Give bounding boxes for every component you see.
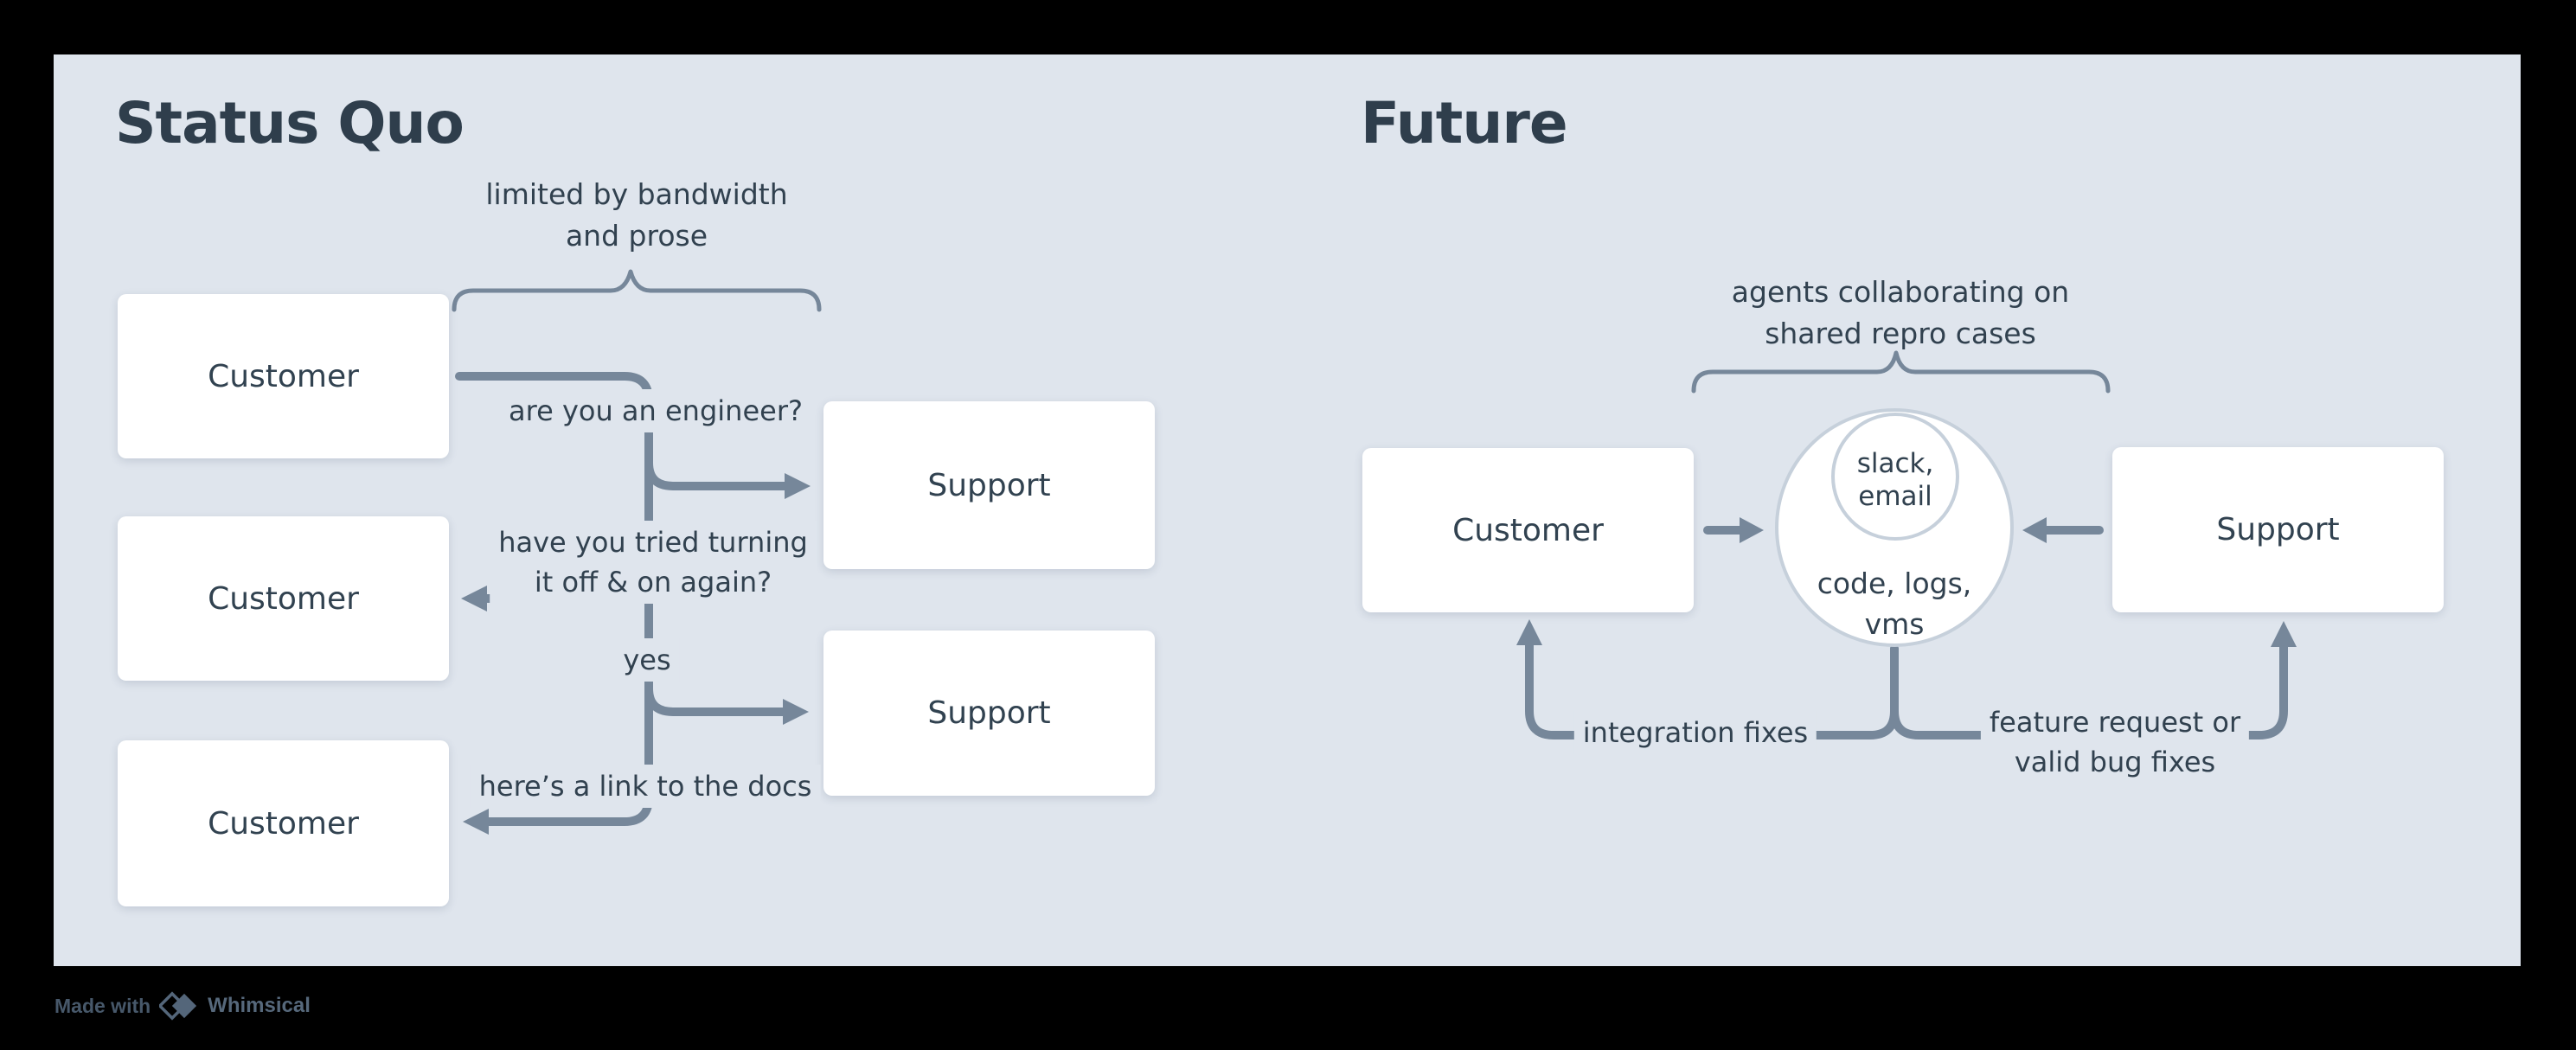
hub-inner-label: slack, email	[1856, 448, 1934, 512]
left-brace-label: limited by bandwidth and prose	[485, 177, 788, 253]
edge-label-turn-off: have you tried turning it off & on again…	[490, 521, 817, 604]
node-customer-3[interactable]: Customer	[118, 740, 449, 906]
edge-label-engineer: are you an engineer?	[500, 389, 811, 432]
right-brace-label: agents collaborating on shared repro cas…	[1731, 275, 2070, 350]
hub-outer-label: code, logs, vms	[1817, 567, 1972, 641]
whimsical-logo-icon[interactable]	[159, 987, 199, 1025]
edge-label-docs: here’s a link to the docs	[470, 765, 821, 808]
node-customer-1[interactable]: Customer	[118, 294, 449, 458]
left-title: Status Quo	[115, 90, 465, 157]
node-customer-2[interactable]: Customer	[118, 516, 449, 681]
node-support-2[interactable]: Support	[823, 631, 1155, 796]
node-support-1[interactable]: Support	[823, 401, 1155, 569]
made-with-label: Made with	[54, 994, 151, 1017]
whimsical-brand-label[interactable]: Whimsical	[208, 994, 311, 1017]
edge-label-yes: yes	[614, 638, 680, 682]
export-footer: Made with Whimsical	[54, 986, 311, 1026]
node-customer-right[interactable]: Customer	[1362, 448, 1694, 612]
right-title: Future	[1361, 90, 1568, 157]
edge-label-feature: feature request or valid bug fixes	[1980, 701, 2250, 784]
edge-label-integration: integration fixes	[1573, 711, 1817, 754]
node-support-right[interactable]: Support	[2112, 447, 2444, 612]
